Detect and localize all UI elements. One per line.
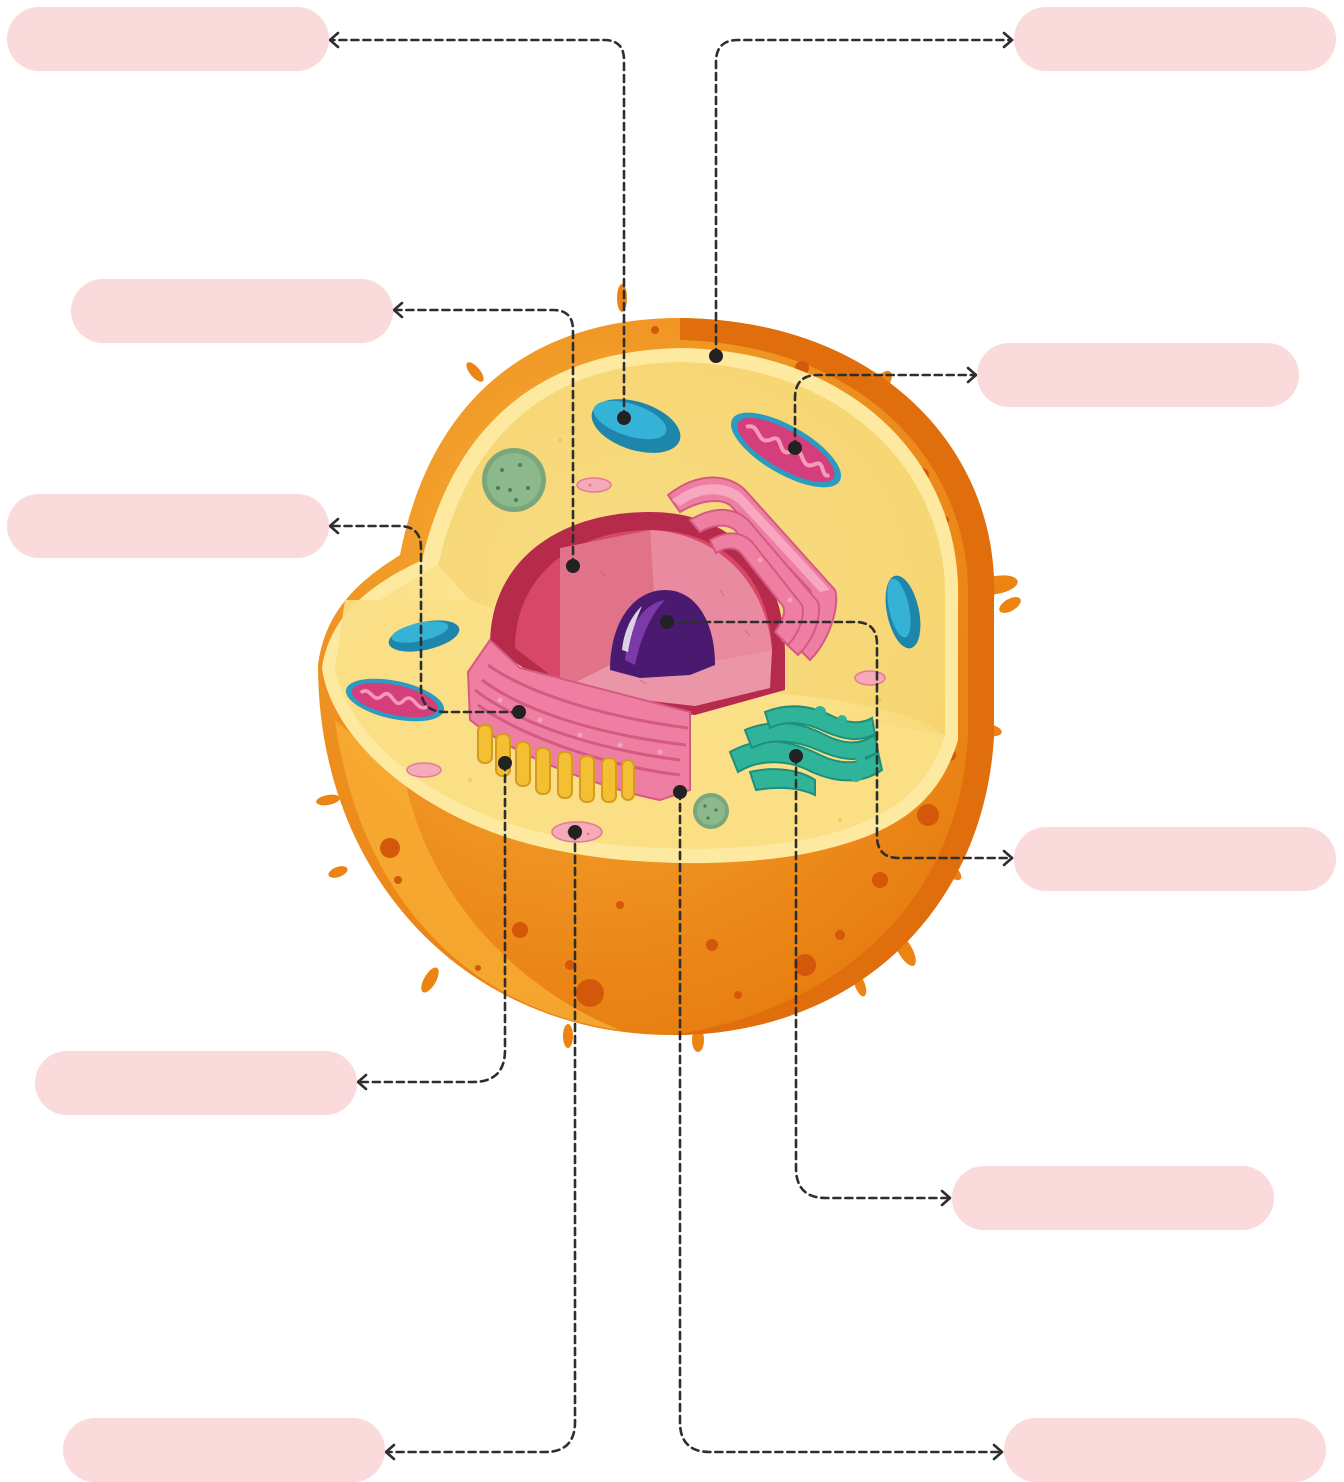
label-field-bottom-right[interactable]: [1004, 1418, 1326, 1482]
pointer-dot-nucleolus: [660, 615, 674, 629]
pointer-dot-nucleus: [566, 559, 580, 573]
label-field-lower-right[interactable]: [952, 1166, 1274, 1230]
label-field-middle-left[interactable]: [7, 494, 329, 558]
label-field-upper-left[interactable]: [71, 279, 393, 343]
pointer-dot-cytoplasm: [673, 785, 687, 799]
pointer-dot-ribosome: [568, 825, 582, 839]
label-field-bottom-left[interactable]: [63, 1418, 385, 1482]
pointer-dot-centriole: [498, 756, 512, 770]
pointer-dot-membrane: [709, 349, 723, 363]
pointer-dot-rough-er: [512, 705, 526, 719]
label-field-upper-right[interactable]: [977, 343, 1299, 407]
leader-line-top-right: [716, 40, 1012, 356]
label-field-lower-left[interactable]: [35, 1051, 357, 1115]
pointer-dot-mitochondrion: [788, 441, 802, 455]
label-field-top-left[interactable]: [7, 7, 329, 71]
pointer-dot-vacuole: [617, 411, 631, 425]
label-field-top-right[interactable]: [1014, 7, 1336, 71]
pointer-dot-golgi: [789, 749, 803, 763]
label-field-middle-right[interactable]: [1014, 827, 1336, 891]
